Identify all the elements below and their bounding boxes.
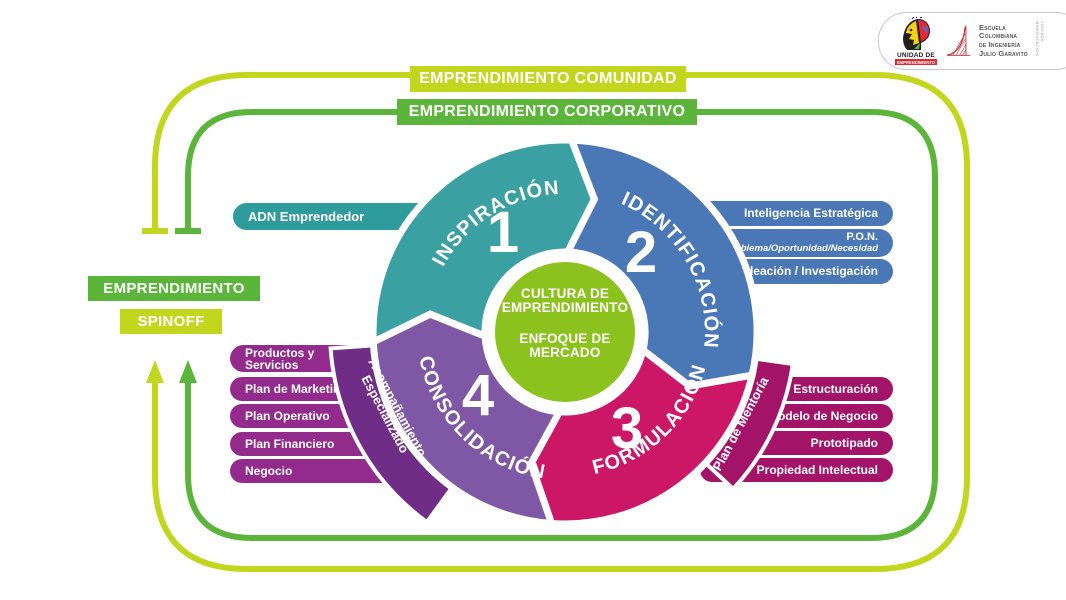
pill-negocio: Negocio [230, 459, 460, 483]
pill-plan-operativo: Plan Operativo [230, 404, 460, 428]
side-label-spinoff: SPINOFF [120, 309, 222, 334]
side-label-text: EMPRENDIMIENTO [103, 280, 245, 297]
pill-adn-emprendedor: ADN Emprendedor [233, 203, 433, 230]
banner-emprendimiento-corporativo: EMPRENDIMIENTO CORPORATIVO [397, 99, 697, 125]
pill-label: Plan de Marketing [245, 381, 348, 396]
pill-inteligencia-estrategica: Inteligencia Estratégica [650, 201, 893, 226]
institution-logo-card: UNIDAD DE EMPRENDIMIENTO Escuela Colombi… [878, 12, 1066, 70]
pill-plan-de-marketing: Plan de Marketing [230, 377, 460, 401]
escuela-curve-icon [946, 25, 971, 56]
stage-label-inspiracion: INSPIRACIÓN [428, 177, 559, 270]
banner-emprendimiento-comunidad: EMPRENDIMIENTO COMUNIDAD [410, 66, 686, 92]
stage-number-1: 1 [487, 200, 519, 265]
stage-number-3: 3 [611, 396, 643, 461]
svg-text:INSPIRACIÓN: INSPIRACIÓN [428, 177, 560, 270]
pill-label: Plan Operativo [245, 408, 330, 423]
pill-productos-y-servicios: Productos y Servicios [230, 345, 460, 372]
pill-prototipado: Prototipado [735, 431, 893, 455]
unidad-logo-line2: EMPRENDIMIENTO [894, 59, 938, 65]
escuela-logo-text: Escuela Colombiana de Ingeniería Julio G… [979, 22, 1028, 58]
escuela-line1: Escuela [979, 22, 1006, 32]
up-arrow-icon [179, 360, 197, 383]
pill-label: Plan Financiero [245, 436, 335, 451]
pill-label: Ideación / Investigación [742, 264, 878, 279]
pill-label: ADN Emprendedor [248, 208, 365, 224]
unidad-logo-line1: UNIDAD DE [897, 52, 935, 59]
banner-label: EMPRENDIMIENTO COMUNIDAD [419, 70, 677, 87]
pill-label: Inteligencia Estratégica [743, 206, 878, 221]
pill-label: Propiedad Intelectual [756, 462, 878, 477]
pill-pon: P.O.N. Problema/Oportunidad/Necesidad [650, 229, 893, 257]
stage-number-2: 2 [625, 220, 657, 285]
unidad-emprendimiento-logo: UNIDAD DE EMPRENDIMIENTO [893, 17, 939, 65]
pill-label: Negocio [245, 463, 293, 478]
pill-label: Productos y Servicios [245, 345, 315, 372]
escuela-line3: de Ingeniería [979, 40, 1021, 49]
up-arrow-icon [146, 360, 164, 383]
head-profile-icon [903, 17, 930, 50]
vigilada-vertical-text: VIGILADA MINEDUCACIÓN [1034, 21, 1045, 56]
center-text-bottom: ENFOQUE DE MERCADO [519, 331, 611, 360]
pill-ideacion-investigacion: Ideación / Investigación [660, 259, 893, 284]
pill-label: Modelo de Negocio [767, 408, 878, 423]
center-text: CULTURA DE EMPRENDIMIENTO ENFOQUE DE MER… [490, 287, 640, 360]
pill-label: Prototipado [810, 435, 878, 450]
svg-text:FORMULACIÓN: FORMULACIÓN [590, 361, 711, 479]
center-text-top: CULTURA DE EMPRENDIMIENTO [501, 286, 629, 315]
escuela-line4: Julio Garavito [979, 48, 1028, 58]
side-label-emprendimiento: EMPRENDIMIENTO [88, 276, 260, 301]
segment-formulacion [527, 343, 757, 528]
pill-label: Estructuración [793, 381, 878, 396]
stage-number-4: 4 [462, 363, 494, 428]
escuela-line2: Colombiana [979, 31, 1018, 41]
side-label-text: SPINOFF [137, 313, 205, 330]
banner-label: EMPRENDIMIENTO CORPORATIVO [408, 103, 686, 120]
stage-label-formulacion: FORMULACIÓN [590, 361, 710, 479]
pill-subtitle: Problema/Oportunidad/Necesidad [724, 242, 878, 254]
